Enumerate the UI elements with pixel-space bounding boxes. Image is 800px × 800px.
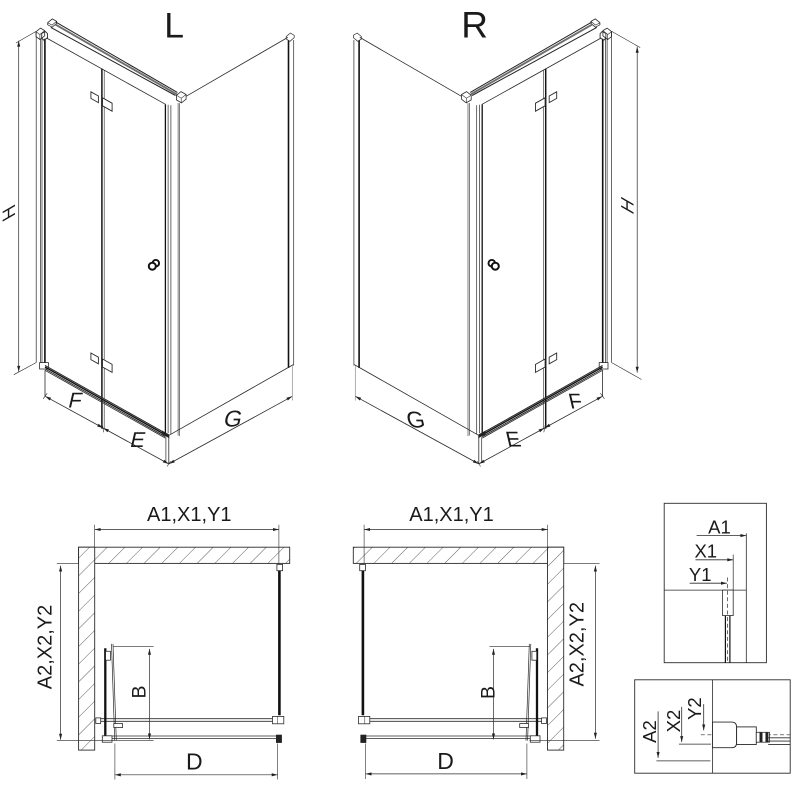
svg-text:E: E — [128, 427, 148, 452]
svg-text:B: B — [129, 685, 151, 698]
svg-text:X2: X2 — [663, 710, 684, 733]
svg-text:E: E — [503, 427, 523, 452]
svg-text:L: L — [164, 6, 184, 46]
svg-text:B: B — [478, 686, 500, 699]
svg-text:D: D — [437, 748, 454, 774]
svg-text:D: D — [186, 749, 203, 775]
svg-text:A1,X1,Y1: A1,X1,Y1 — [409, 504, 494, 526]
svg-text:G: G — [404, 407, 428, 433]
svg-text:Y2: Y2 — [684, 697, 705, 720]
svg-text:A1,X1,Y1: A1,X1,Y1 — [147, 504, 232, 526]
svg-text:Y1: Y1 — [689, 564, 712, 585]
svg-text:G: G — [221, 406, 245, 432]
svg-text:A2,X2,Y2: A2,X2,Y2 — [566, 602, 588, 687]
svg-text:X1: X1 — [694, 541, 717, 562]
svg-text:F: F — [566, 389, 585, 414]
svg-text:A2: A2 — [639, 720, 660, 743]
svg-text:R: R — [461, 5, 488, 46]
svg-text:A2,X2,Y2: A2,X2,Y2 — [34, 605, 56, 690]
svg-text:A1: A1 — [708, 516, 731, 537]
svg-text:F: F — [66, 388, 85, 413]
